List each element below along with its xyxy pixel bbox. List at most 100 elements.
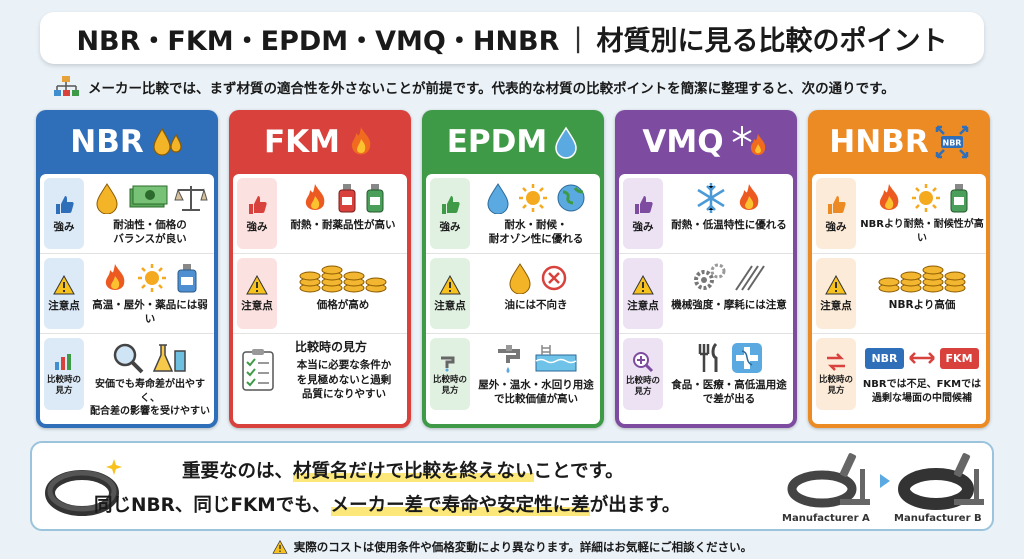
- row-caution: 注意点 機械強度・摩耗には注意: [619, 254, 793, 334]
- label-caution: 注意点: [44, 258, 84, 329]
- label-strength: 強み: [623, 178, 663, 249]
- manufacturer-a-label: Manufacturer A: [782, 513, 870, 524]
- pool-icon: [535, 345, 577, 372]
- column-header: EPDM: [422, 110, 604, 174]
- column-header: FKM: [229, 110, 411, 174]
- message-line-1: 重要なのは、材質名だけで比較を終えないことです。: [182, 461, 624, 482]
- magnifier-icon: [113, 343, 144, 374]
- manufacturer-b-ring-microscope-icon: [898, 453, 984, 510]
- medical-icon: [732, 343, 762, 373]
- warning-icon: [272, 540, 288, 554]
- column-body: 強み 耐熱・低温特性に優れる 注意点 機械強度・摩耗には注意 比較時の 見方: [619, 174, 793, 424]
- column-title: NBR: [70, 124, 144, 160]
- bar-chart-icon: [55, 354, 71, 371]
- label-compare: 比較時の 見方: [44, 338, 84, 410]
- chemical-bottle-icon: [366, 184, 384, 213]
- nbr-badge-icon: NBR: [935, 125, 968, 159]
- row-text: NBRより耐熱・耐候性が高い: [860, 219, 984, 244]
- footer-note: 実際のコストは使用条件や価格変動により異なります。詳細はお気軽にご相談ください。: [0, 536, 1024, 558]
- faucet-icon: [498, 345, 520, 373]
- row-text: 本当に必要な条件か を見極めないと過剰 品質になりやすい: [296, 359, 392, 401]
- utensils-icon: [698, 342, 718, 372]
- faucet-icon: [441, 356, 455, 372]
- chemical-bottle-icon: [338, 184, 356, 213]
- coin-stack-icon: [878, 265, 966, 293]
- column-body: 強み 耐熱・耐薬品性が高い 注意点: [233, 174, 407, 424]
- wear-icon: [735, 265, 765, 291]
- page-title: NBR・FKM・EPDM・VMQ・HNBR | 材質別に見る比較のポイント: [40, 12, 984, 64]
- arrow-right-icon: [880, 474, 890, 488]
- row-strength: 強み 耐油性・価格の バランスが良い: [40, 174, 214, 254]
- label-caution: 注意点: [430, 258, 470, 329]
- snowflake-flame-icon: [732, 126, 765, 155]
- sun-icon: [519, 184, 547, 212]
- label-caution: 注意点: [237, 258, 277, 329]
- checklist-icon: [242, 349, 274, 391]
- row-text: 安価でも寿命差が出やすく、 配合差の影響を受けやすい: [90, 379, 210, 417]
- row-compare: 比較時の 見方 安価でも寿命差が出やすく、 配合差の影響を受けやすい: [40, 334, 214, 417]
- row-text: 食品・医療・高低温用途 で差が出る: [671, 379, 787, 406]
- label-strength: 強み: [44, 178, 84, 249]
- row-caution: 注意点 高温・屋外・薬品には弱い: [40, 254, 214, 334]
- oil-drop-icon: [96, 183, 118, 214]
- prohibited-icon: [541, 265, 567, 291]
- warning-icon: [825, 274, 847, 294]
- title-separator: |: [573, 22, 583, 54]
- flame-icon: [351, 127, 371, 155]
- column-title: VMQ: [642, 124, 724, 160]
- coin-stack-icon: [299, 265, 387, 293]
- water-drop-icon: [555, 126, 577, 159]
- column-body: 強み NBRより耐熱・耐候性が高い 注意点: [812, 174, 986, 424]
- row-caution: 注意点 NBRより高価: [812, 254, 986, 334]
- row-strength: 強み 耐熱・耐薬品性が高い: [233, 174, 407, 254]
- label-compare: 比較時の 見方: [623, 338, 663, 410]
- column-body: 強み 耐油性・価格の バランスが良い 注意点 高温・屋外・薬品には弱い: [40, 174, 214, 424]
- thumbs-up-icon: [249, 195, 267, 214]
- column-title: HNBR: [829, 124, 929, 160]
- label-strength: 強み: [237, 178, 277, 249]
- nbr-tag-icon: NBR: [865, 347, 904, 369]
- row-text: 価格が高め: [316, 299, 370, 311]
- row-compare: 比較時の 見方 屋外・温水・水回り用途 で比較価値が高い: [426, 334, 600, 414]
- label-compare: 比較時の 見方: [430, 338, 470, 410]
- flame-icon: [879, 184, 899, 210]
- label-caution: 注意点: [816, 258, 856, 329]
- snowflake-icon: [697, 183, 725, 213]
- flame-icon: [739, 184, 759, 210]
- row-text: 屋外・温水・水回り用途 で比較価値が高い: [478, 379, 594, 406]
- cash-icon: [129, 185, 168, 208]
- title-materials: NBR・FKM・EPDM・VMQ・HNBR: [76, 25, 560, 57]
- thumbs-up-icon: [828, 195, 846, 214]
- footer-text: 実際のコストは使用条件や価格変動により異なります。詳細はお気軽にご相談ください。: [293, 540, 753, 554]
- svg-text:NBR: NBR: [942, 139, 961, 148]
- key-message-box: 重要なのは、材質名だけで比較を終えないことです。 同じNBR、同じFKMでも、メ…: [30, 441, 994, 531]
- oil-drop-icon: [153, 127, 182, 156]
- column-nbr: NBR 強み 耐油性・価格の バランスが良い 注意点: [36, 110, 218, 428]
- sun-icon: [912, 184, 940, 212]
- label-compare: 比較時の 見方: [816, 338, 856, 410]
- intro-line: メーカー比較では、まず材質の適合性を外さないことが前提です。代表的な材質の比較ポ…: [52, 74, 992, 100]
- warning-icon: [53, 274, 75, 294]
- thumbs-up-icon: [635, 195, 653, 214]
- manufacturer-b-label: Manufacturer B: [894, 513, 982, 524]
- column-body: 強み 耐水・耐候・ 耐オゾン性に優れる 注意点 油には不向き 比較: [426, 174, 600, 424]
- swap-arrows-icon: [827, 353, 845, 372]
- fkm-tag-icon: FKM: [939, 347, 979, 369]
- message-line-2: 同じNBR、同じFKMでも、メーカー差で寿命や安定性に差が出ます。: [94, 495, 681, 516]
- warning-icon: [246, 274, 268, 294]
- row-text: 耐油性・価格の バランスが良い: [113, 219, 187, 246]
- column-title: EPDM: [446, 124, 548, 160]
- row-text: 油には不向き: [504, 299, 568, 311]
- column-title: FKM: [263, 124, 341, 160]
- label-strength: 強み: [430, 178, 470, 249]
- column-vmq: VMQ 強み 耐熱・低温特性に優れる 注意点: [615, 110, 797, 428]
- column-header: VMQ: [615, 110, 797, 174]
- sun-icon: [138, 264, 166, 292]
- warning-icon: [439, 274, 461, 294]
- chemical-bottle-icon: [177, 264, 197, 293]
- row-text: 耐熱・低温特性に優れる: [671, 219, 787, 231]
- row-heading: 比較時の見方: [295, 340, 368, 354]
- org-chart-icon: [54, 76, 79, 96]
- flask-icon: [152, 344, 186, 372]
- intro-text: メーカー比較では、まず材質の適合性を外さないことが前提です。代表的な材質の比較ポ…: [88, 81, 895, 97]
